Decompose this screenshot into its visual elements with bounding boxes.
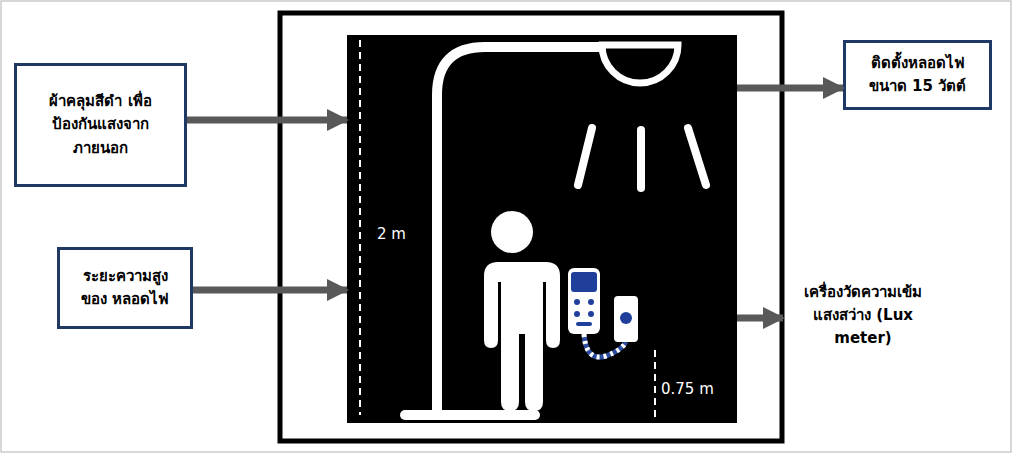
blackout-panel: 2 m 0.75 m [347,35,737,423]
callout-box: ติดตั้งหลอดไฟ ขนาด 15 วัตต์ [843,40,992,110]
dimension-label: 0.75 m [661,380,714,398]
callout-text: เครื่องวัดความเข้ม แสงสว่าง (Lux meter) [791,281,935,351]
callout-box: ระยะความสูงของ หลอดไฟ [57,247,193,329]
callout-text: ผ้าคลุมสีดำ เพื่อป้องกันแสงจาก ภายนอก [27,90,174,160]
enclosure-frame [280,13,782,441]
callout-arrow [737,85,843,92]
callout-text: ระยะความสูงของ หลอดไฟ [70,265,180,312]
callout-box: ผ้าคลุมสีดำ เพื่อป้องกันแสงจาก ภายนอก [14,63,187,187]
callout-arrow [193,287,347,294]
callout-arrow [187,117,347,124]
callout-text: ติดตั้งหลอดไฟ ขนาด 15 วัตต์ [856,52,979,99]
dimension-label: 2 m [377,225,406,243]
callout-text-box: เครื่องวัดความเข้ม แสงสว่าง (Lux meter) [783,268,943,363]
callout-arrow [737,315,783,322]
